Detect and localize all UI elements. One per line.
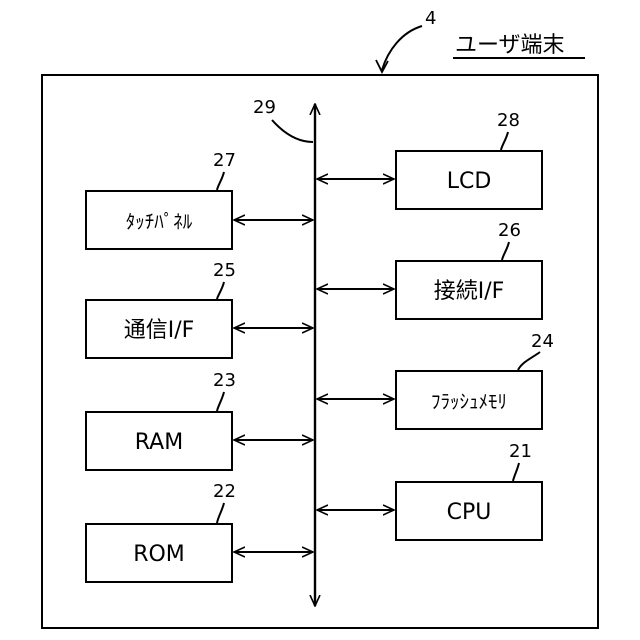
lcd-ref: 28 — [497, 110, 520, 131]
flash-memory-label: ﾌﾗｯｼｭﾒﾓﾘ — [431, 391, 507, 413]
connect-if-label: 接続I/F — [434, 279, 505, 304]
cpu-ref: 21 — [509, 441, 532, 462]
block-rom: ROM 22 — [86, 481, 313, 582]
cpu-label: CPU — [447, 500, 492, 525]
block-comm-if: 通信I/F 25 — [86, 260, 313, 358]
terminal-leader — [382, 26, 422, 70]
rom-ref: 22 — [213, 481, 236, 502]
lcd-leader — [501, 132, 508, 150]
connect-if-leader — [502, 242, 509, 260]
block-cpu: CPU 21 — [317, 441, 542, 540]
terminal-ref: 4 — [425, 8, 436, 29]
block-flash-memory: ﾌﾗｯｼｭﾒﾓﾘ 24 — [317, 331, 554, 429]
ram-label: RAM — [135, 430, 183, 455]
terminal-leader-arrowhead — [376, 60, 388, 72]
connect-if-ref: 26 — [498, 220, 521, 241]
block-connect-if: 接続I/F 26 — [317, 220, 542, 319]
comm-if-label: 通信I/F — [124, 318, 195, 343]
block-touch-panel: ﾀｯﾁﾊﾟﾈﾙ 27 — [86, 150, 313, 249]
ram-ref: 23 — [213, 370, 236, 391]
flash-memory-leader — [518, 352, 540, 370]
comm-if-leader — [217, 282, 224, 299]
touch-panel-leader — [217, 172, 224, 190]
comm-if-ref: 25 — [213, 260, 236, 281]
lcd-label: LCD — [447, 169, 492, 194]
block-ram: RAM 23 — [86, 370, 313, 470]
touch-panel-ref: 27 — [213, 150, 236, 171]
touch-panel-label: ﾀｯﾁﾊﾟﾈﾙ — [126, 211, 193, 233]
bus-leader — [272, 120, 313, 142]
rom-leader — [217, 503, 224, 523]
ram-leader — [217, 392, 224, 411]
bus-ref: 29 — [253, 97, 276, 118]
flash-memory-ref: 24 — [531, 331, 554, 352]
cpu-leader — [513, 463, 519, 481]
block-lcd: LCD 28 — [317, 110, 542, 209]
terminal-title: ユーザ端末 — [455, 33, 565, 58]
rom-label: ROM — [133, 542, 185, 567]
